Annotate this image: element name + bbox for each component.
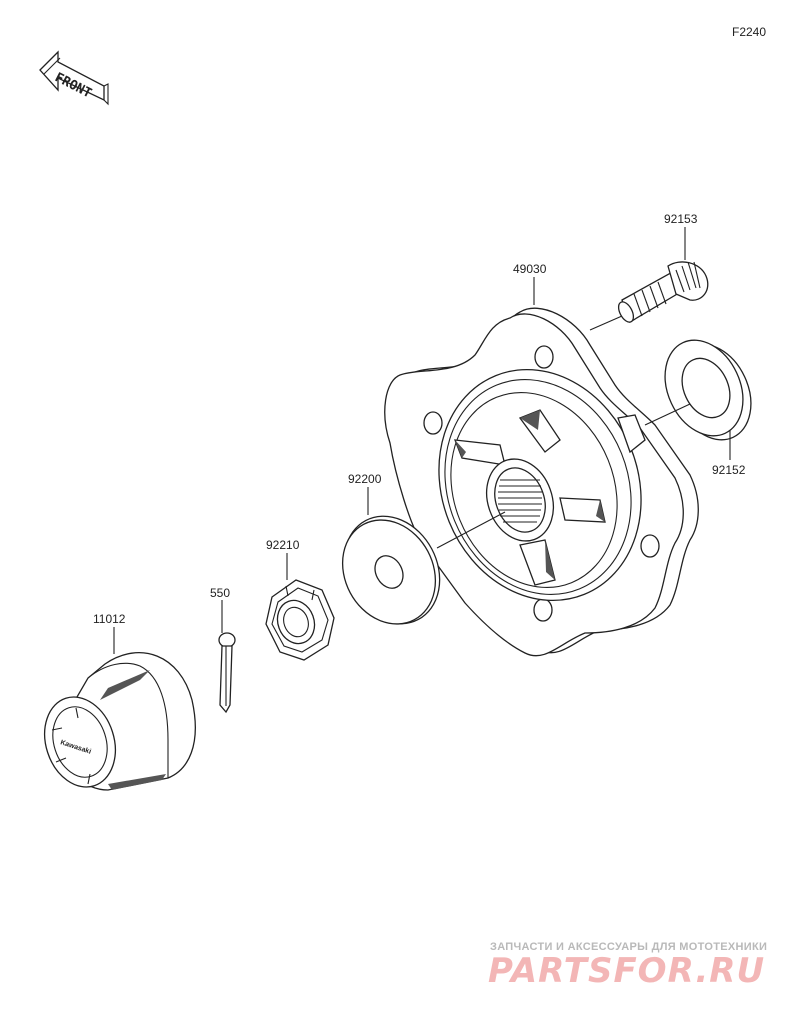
watermark-logo: PARTSFOR.RU (488, 951, 765, 991)
oil-seal (664, 339, 752, 441)
cotter-pin (218, 632, 236, 714)
wheel-stud (617, 261, 709, 323)
part-label-92153: 92153 (664, 212, 698, 226)
part-label-92210: 92210 (266, 538, 300, 552)
part-label-550: 550 (210, 586, 230, 600)
part-label-92200: 92200 (348, 472, 382, 486)
leader-lines (113, 227, 731, 654)
hub-cap: Kawasaki (44, 652, 196, 791)
part-label-49030: 49030 (513, 262, 547, 276)
hub-flange (384, 307, 699, 657)
front-arrow-icon: FRONT (39, 50, 109, 106)
watermark: ЗАПЧАСТИ И АКСЕССУАРЫ ДЛЯ МОТОТЕХНИКИ PA… (488, 941, 767, 991)
part-label-11012: 11012 (93, 612, 126, 626)
part-label-92152: 92152 (712, 463, 746, 477)
castle-nut (265, 579, 335, 661)
watermark-tagline: ЗАПЧАСТИ И АКСЕССУАРЫ ДЛЯ МОТОТЕХНИКИ (490, 941, 767, 953)
washer (341, 515, 441, 625)
figure-number: F2240 (732, 25, 766, 39)
